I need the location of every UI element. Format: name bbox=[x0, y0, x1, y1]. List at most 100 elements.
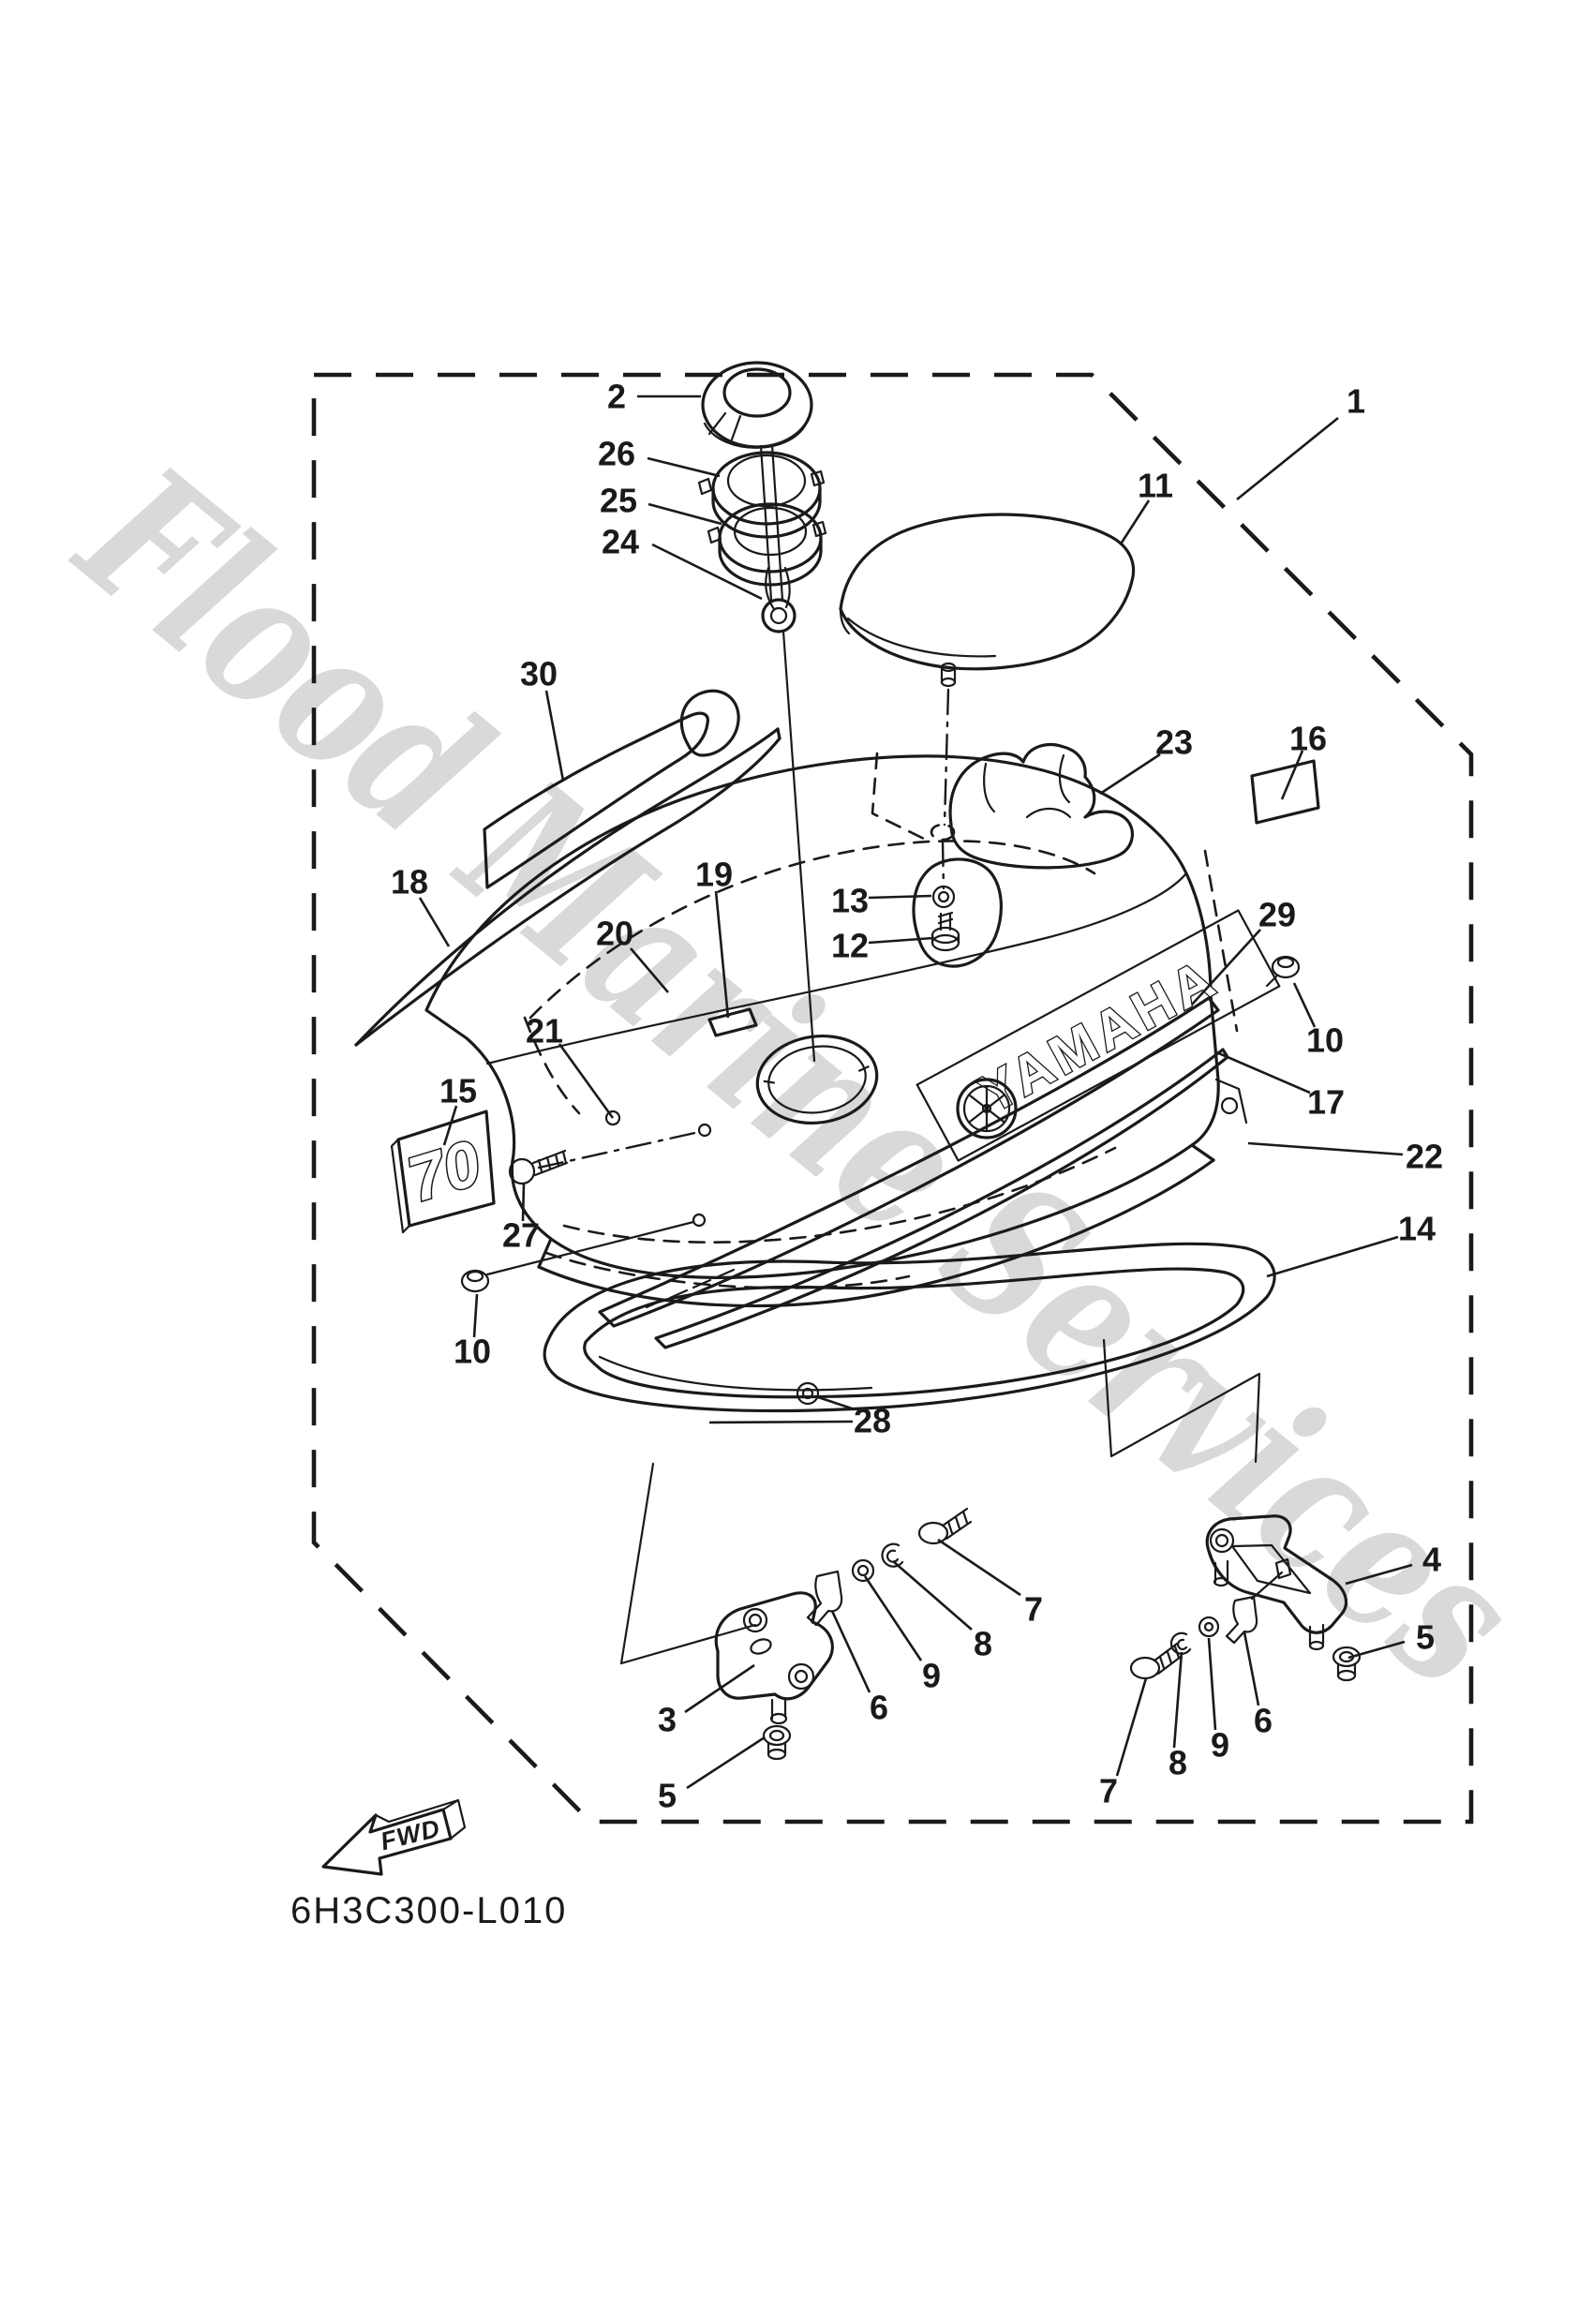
cutaway-zigzag bbox=[1102, 1338, 1261, 1464]
callout-leader-4 bbox=[1345, 1563, 1413, 1586]
callout-leader-14 bbox=[1266, 1235, 1399, 1278]
callout-leader-10 bbox=[472, 1293, 479, 1338]
callout-6: 6 bbox=[830, 1610, 888, 1727]
bracket-3-group bbox=[714, 1507, 973, 1761]
drawing-code: 6H3C300-L010 bbox=[290, 1890, 567, 1931]
callout-leader-17 bbox=[1213, 1050, 1311, 1095]
callout-10: 10 bbox=[454, 1293, 491, 1371]
eclip-8-left bbox=[881, 1542, 904, 1568]
callout-11: 11 bbox=[1120, 467, 1173, 544]
callout-15: 15 bbox=[439, 1072, 477, 1146]
grommet-28 bbox=[796, 1381, 820, 1406]
callout-leader-5 bbox=[1347, 1640, 1406, 1660]
callout-5: 5 bbox=[1347, 1618, 1435, 1660]
washer-9-left bbox=[851, 1558, 875, 1583]
dashed-boundary bbox=[311, 372, 1474, 1825]
callout-leader-25 bbox=[648, 502, 722, 526]
callout-leader-24 bbox=[651, 543, 763, 601]
intake-scoop-23 bbox=[948, 742, 1134, 870]
callout-leader-16 bbox=[1280, 750, 1304, 800]
callout-number-30: 30 bbox=[520, 655, 558, 693]
callout-number-11: 11 bbox=[1138, 467, 1173, 505]
callout-number-21: 21 bbox=[526, 1012, 563, 1050]
callout-25: 25 bbox=[600, 482, 722, 526]
callout-number-16: 16 bbox=[1289, 720, 1327, 758]
callout-number-22: 22 bbox=[1406, 1138, 1443, 1176]
callout-5: 5 bbox=[658, 1736, 766, 1815]
eclip-8-right bbox=[1169, 1631, 1192, 1655]
callout-leader-8 bbox=[1172, 1651, 1184, 1749]
bolt-7-left bbox=[917, 1507, 973, 1545]
callout-leader-21 bbox=[558, 1043, 615, 1119]
callout-leader-9 bbox=[1207, 1637, 1217, 1731]
callout-leader-5 bbox=[686, 1736, 766, 1790]
callout-number-10: 10 bbox=[1306, 1021, 1344, 1060]
callout-leader-10 bbox=[1292, 982, 1317, 1028]
decal-strip-30 bbox=[483, 689, 740, 889]
callout-7: 7 bbox=[937, 1538, 1043, 1629]
decal-strip-18 bbox=[354, 727, 782, 1047]
callout-leader-15 bbox=[442, 1105, 458, 1146]
callout-number-1: 1 bbox=[1347, 382, 1365, 421]
callout-7: 7 bbox=[1099, 1677, 1148, 1810]
callout-leader-7 bbox=[937, 1538, 1021, 1597]
callout-30: 30 bbox=[520, 655, 565, 782]
callout-leader-9 bbox=[863, 1575, 923, 1661]
callout-19: 19 bbox=[695, 856, 733, 1019]
callout-21: 21 bbox=[526, 1012, 615, 1119]
callout-9: 9 bbox=[1207, 1637, 1229, 1765]
callout-leader-6 bbox=[830, 1610, 871, 1693]
callout-20: 20 bbox=[596, 915, 669, 993]
callout-8: 8 bbox=[892, 1560, 992, 1663]
fwd-arrow: FWD bbox=[321, 1798, 467, 1876]
callout-number-14: 14 bbox=[1398, 1210, 1436, 1248]
latch-knob-assembly bbox=[697, 361, 827, 1063]
callout-number-19: 19 bbox=[695, 856, 733, 894]
callout-8: 8 bbox=[1169, 1651, 1187, 1782]
callout-leader-27 bbox=[521, 1183, 526, 1222]
callout-number-7: 7 bbox=[1024, 1590, 1043, 1629]
bolt-10-right bbox=[1265, 955, 1301, 988]
clip-6-left bbox=[806, 1570, 843, 1627]
callout-leader-18 bbox=[418, 897, 451, 947]
callout-4: 4 bbox=[1345, 1541, 1441, 1586]
callout-number-5: 5 bbox=[658, 1777, 677, 1815]
bottom-seal-14 bbox=[543, 1242, 1276, 1464]
callout-28: 28 bbox=[708, 1394, 891, 1440]
rim-band-lower-edge bbox=[537, 1158, 1215, 1308]
callout-leader-8 bbox=[892, 1560, 973, 1631]
callout-number-2: 2 bbox=[607, 378, 626, 416]
callout-number-12: 12 bbox=[831, 927, 869, 965]
assembly-line-left bbox=[619, 1462, 655, 1665]
callout-number-6: 6 bbox=[1254, 1702, 1273, 1740]
callout-number-17: 17 bbox=[1307, 1083, 1345, 1122]
callout-10: 10 bbox=[1292, 982, 1344, 1060]
model-badge-70: 70 bbox=[390, 1110, 496, 1234]
callout-24: 24 bbox=[602, 523, 763, 601]
callout-16: 16 bbox=[1280, 720, 1327, 800]
callout-number-8: 8 bbox=[974, 1625, 992, 1663]
callout-leader-30 bbox=[544, 690, 565, 782]
screw-27 bbox=[508, 1130, 701, 1185]
callout-number-3: 3 bbox=[658, 1701, 677, 1739]
air-intake-cover bbox=[839, 513, 1136, 890]
callout-leader-26 bbox=[647, 456, 721, 478]
callout-leader-28 bbox=[814, 1394, 856, 1411]
callout-2: 2 bbox=[607, 378, 701, 416]
callout-22: 22 bbox=[1247, 1138, 1443, 1176]
bolt-12 bbox=[930, 911, 960, 952]
callout-leader-3 bbox=[684, 1663, 755, 1714]
clip-6-right bbox=[1225, 1595, 1258, 1645]
callout-18: 18 bbox=[391, 863, 451, 947]
callout-27: 27 bbox=[502, 1183, 540, 1255]
callout-number-18: 18 bbox=[391, 863, 428, 901]
sticker-16 bbox=[1250, 759, 1320, 825]
callout-3: 3 bbox=[658, 1663, 755, 1739]
bolt-10-left bbox=[460, 1220, 695, 1293]
decal-plate-19 bbox=[707, 1007, 758, 1037]
callout-1: 1 bbox=[1236, 382, 1365, 501]
callout-26: 26 bbox=[598, 435, 721, 478]
grommet-13 bbox=[931, 885, 956, 909]
